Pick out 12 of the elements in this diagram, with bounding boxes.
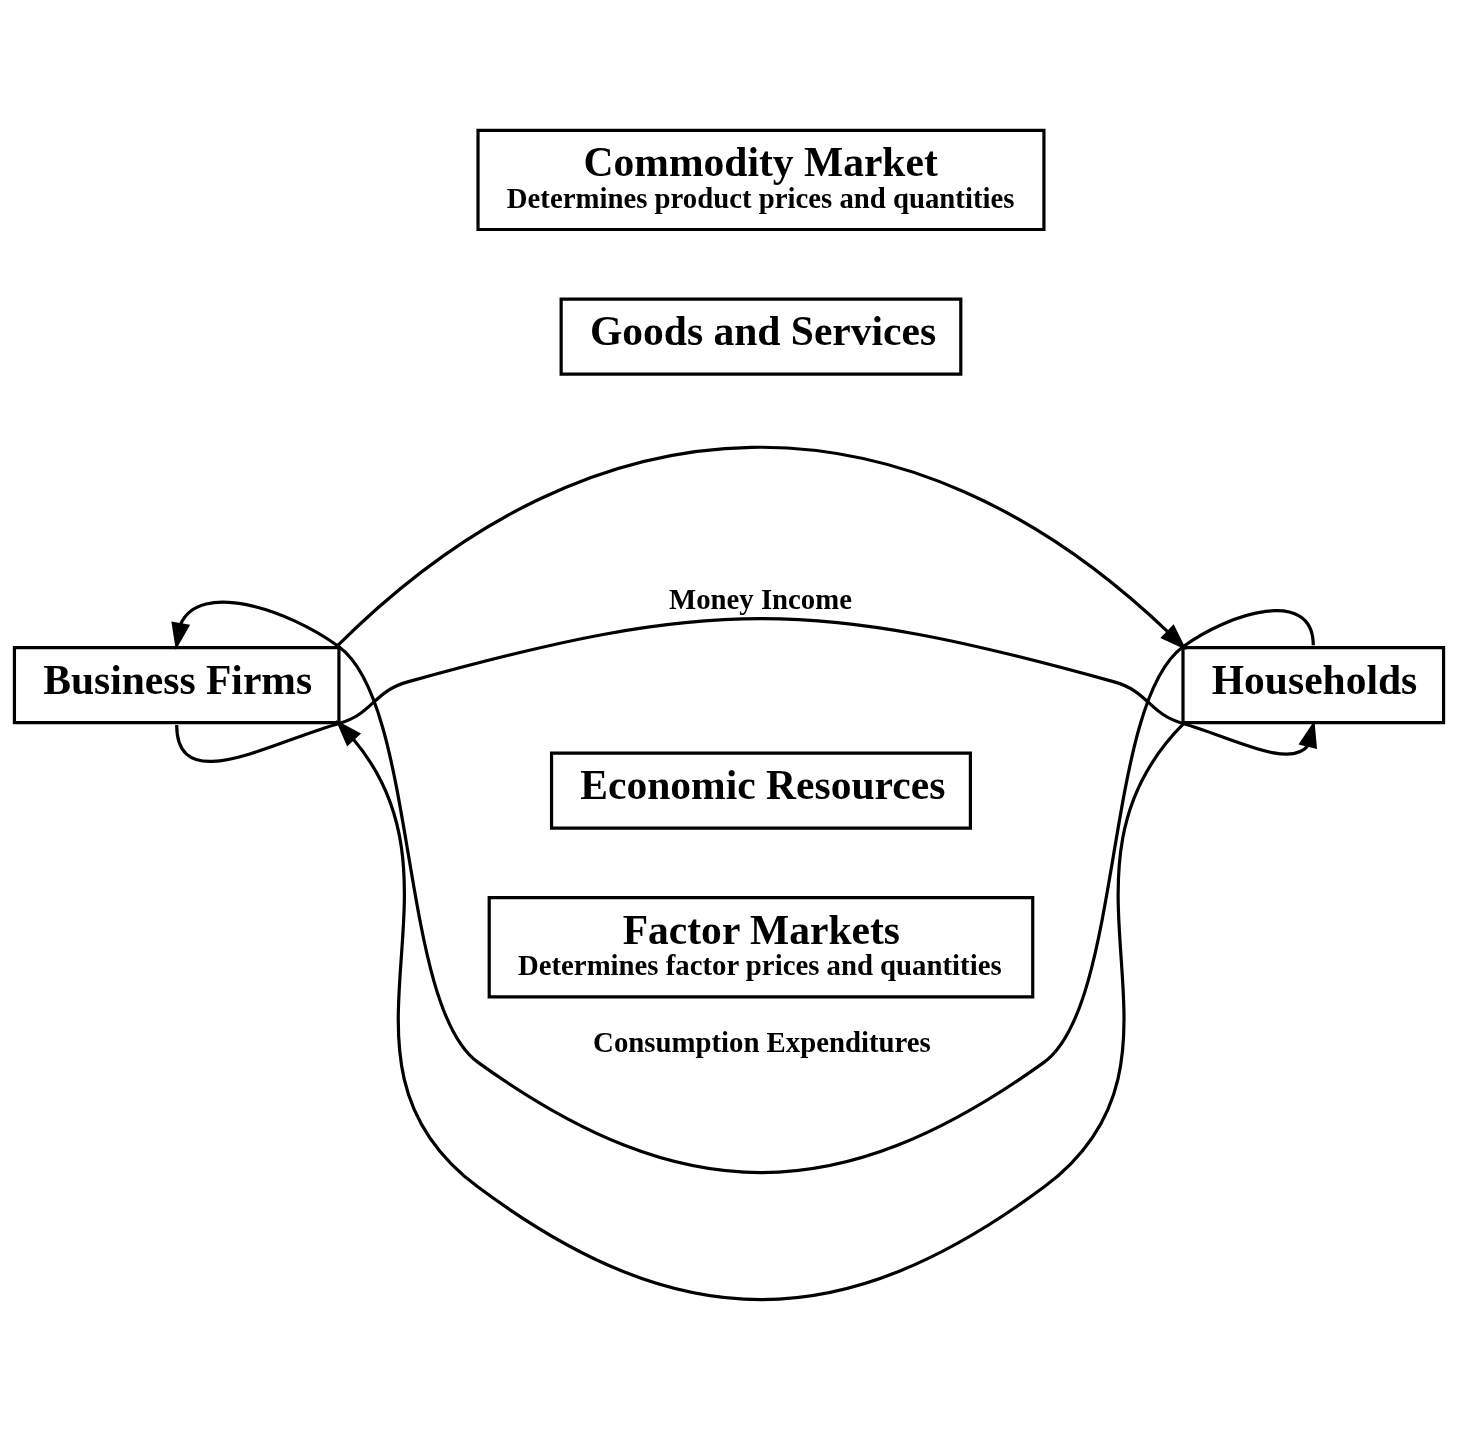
- edge-label: Money Income: [669, 582, 853, 615]
- node-box: Factor Markets Determines factor prices and quantities: [487, 895, 1035, 998]
- node-box: Business Firms: [12, 645, 341, 724]
- node-box: Economic Resources: [549, 750, 972, 830]
- node-box: Goods and Services: [559, 296, 963, 376]
- arrow: [175, 616, 1318, 763]
- edge-label: Consumption Expenditures: [593, 1025, 931, 1058]
- arrow: [335, 719, 1186, 1301]
- node-box: Commodity Market Determines product prices and quantities: [476, 128, 1046, 231]
- node-box: Households: [1181, 645, 1446, 724]
- arrow: [335, 445, 1187, 650]
- arrow: [171, 600, 1315, 1174]
